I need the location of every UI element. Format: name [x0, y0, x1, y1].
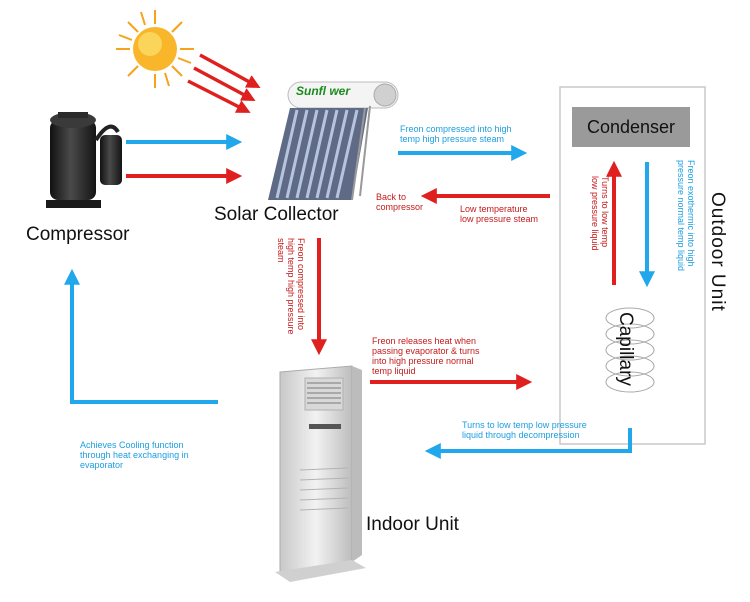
indoor-unit-label: Indoor Unit	[366, 514, 459, 535]
compressor-label: Compressor	[26, 224, 130, 245]
note-freon-to-outdoor: Freon compressed into high temp high pre…	[400, 124, 512, 144]
note-exothermic: Freon exothermic into high pressure norm…	[676, 160, 696, 272]
compressor-icon	[46, 112, 122, 208]
solar-brand-logo: Sunfl wer	[296, 84, 351, 98]
sun-ray-arrows	[187, 53, 261, 113]
outdoor-unit-label: Outdoor Unit	[707, 192, 728, 312]
note-cooling-function: Achieves Cooling function through heat e…	[80, 440, 189, 470]
note-freon-to-indoor: Freon compressed into high temp high pre…	[276, 238, 306, 335]
note-decompression: Turns to low temp low pressure liquid th…	[462, 420, 587, 440]
arrow-indoor-to-compressor	[64, 268, 218, 404]
capillary-coil	[605, 307, 655, 393]
note-releases-heat: Freon releases heat when passing evapora…	[372, 336, 480, 376]
note-back-to-compressor: Back to compressor	[376, 192, 424, 212]
solar-collector-icon	[268, 81, 399, 201]
arrow-decompression-return	[424, 428, 632, 459]
indoor-unit-icon	[275, 365, 366, 582]
capillary-label: Capillary	[615, 312, 636, 386]
solar-collector-label: Solar Collector	[214, 204, 339, 225]
note-low-temp-liquid: Turns to low temp low pressure liquid	[590, 176, 610, 251]
condenser-box: Condenser	[572, 107, 690, 147]
note-low-temp-steam: Low temperature low pressure steam	[460, 204, 539, 224]
sun-icon	[116, 10, 194, 88]
